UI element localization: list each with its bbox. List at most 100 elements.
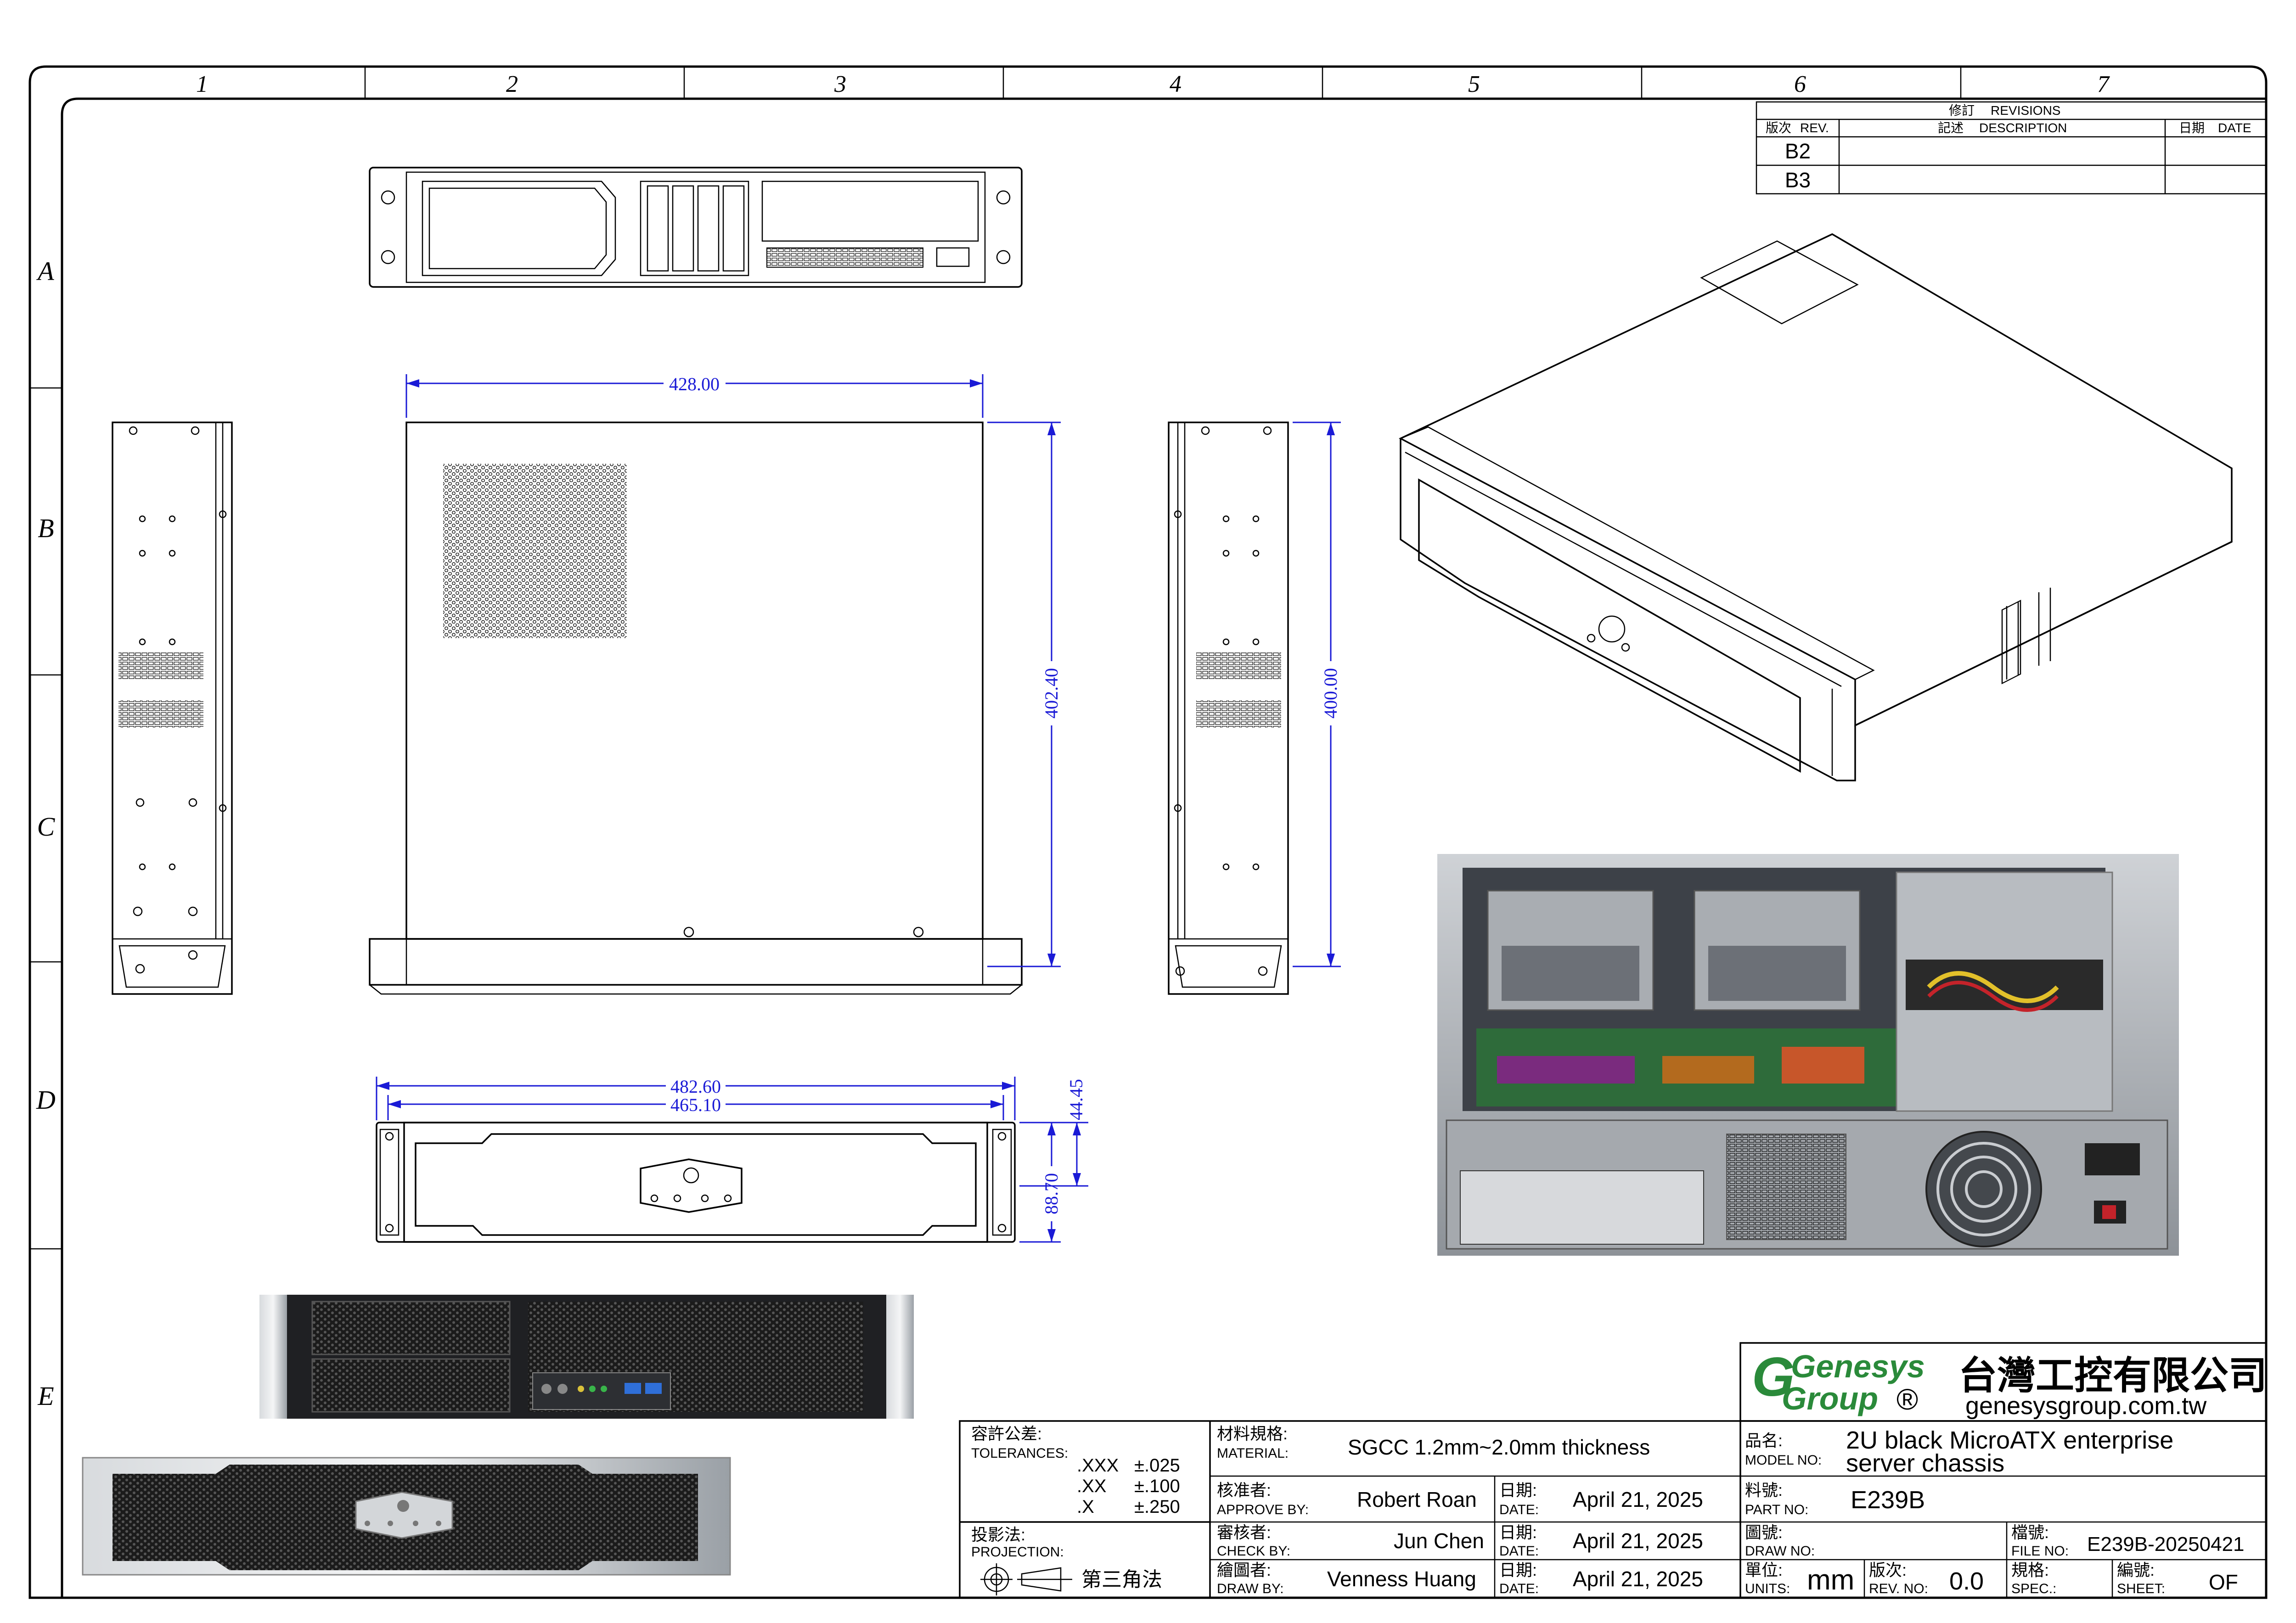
file-value: E239B-20250421 [2087,1533,2245,1556]
file-label-cn: 檔號: [2011,1523,2049,1542]
company-website: genesysgroup.com.tw [1965,1392,2207,1420]
drawno-label-cn: 圖號: [1745,1523,1783,1542]
dim-402: 402.40 [1041,668,1062,719]
approve-date: April 21, 2025 [1573,1488,1703,1511]
check-date-label: DATE: [1499,1544,1539,1559]
logo-genesys: Genesys [1791,1348,1925,1384]
spec-label-cn: 規格: [2011,1561,2049,1579]
zone-col-2: 2 [506,71,518,97]
rev-header: REV. [1800,121,1829,135]
sheet-value: OF [2209,1570,2238,1594]
dim-465-10: 465.10 [670,1095,721,1115]
check-date: April 21, 2025 [1573,1529,1703,1553]
projection-value: 第三角法 [1081,1568,1162,1591]
zone-col-1: 1 [196,71,208,97]
zone-col-4: 4 [1170,71,1182,97]
zone-row-D: D [36,1085,56,1115]
logo-letter: G [1752,1346,1795,1408]
approve-value: Robert Roan [1357,1488,1477,1511]
approve-date-label-cn: 日期: [1499,1481,1537,1499]
rev-header-cn: 版次 [1766,121,1791,135]
left-side-view-drawing [112,421,233,995]
draw-label-cn: 繪圖者: [1217,1561,1271,1579]
drawno-label: DRAW NO: [1745,1544,1815,1559]
front-panel-photo [259,1295,914,1419]
spec-label: SPEC.: [2011,1581,2056,1596]
revisions-table: 修訂 REVISIONS 版次 REV. 記述 DESCRIPTION 日期 D… [1756,101,2267,195]
draw-date-label: DATE: [1499,1581,1539,1596]
check-label: CHECK BY: [1217,1544,1290,1559]
tol-xx: .XX [1077,1476,1106,1496]
approve-date-label: DATE: [1499,1502,1539,1517]
model-label: MODEL NO: [1745,1453,1822,1468]
zone-row-A: A [36,256,54,286]
dim-428: 428.00 [669,374,720,394]
zone-col-7: 7 [2097,71,2110,97]
tol-xxx-val: ±.025 [1134,1455,1180,1476]
logo-group: Group [1782,1381,1878,1416]
description-header: DESCRIPTION [1979,121,2067,135]
model-value-line1: 2U black MicroATX enterprise [1846,1426,2173,1454]
isometric-line-drawing [1399,233,2233,781]
dim-88-70: 88.70 [1041,1173,1062,1214]
rev-value: 0.0 [1949,1567,1984,1595]
draw-value: Venness Huang [1327,1567,1476,1591]
check-value: Jun Chen [1394,1529,1484,1553]
check-date-label-cn: 日期: [1499,1523,1537,1542]
rev-label: REV. NO: [1869,1581,1928,1596]
projection-label-cn: 投影法: [971,1525,1025,1544]
logo-registered: ® [1896,1383,1918,1416]
tol-xxx: .XXX [1077,1455,1119,1476]
zone-row-labels: A B C D E [36,256,56,1411]
dimension-front-heights: 44.45 88.70 [1019,1079,1088,1243]
tol-x-val: ±.250 [1134,1497,1180,1517]
dimension-front-widths: 482.60 465.10 [376,1076,1016,1120]
date-header: DATE [2218,121,2251,135]
projection-label: PROJECTION: [971,1544,1064,1560]
revision-row-b2: B2 [1785,139,1811,163]
draw-label: DRAW BY: [1217,1581,1284,1596]
model-value-line2: server chassis [1846,1449,2004,1477]
part-value: E239B [1851,1486,1925,1514]
approve-label-cn: 核准者: [1217,1481,1271,1499]
zone-col-6: 6 [1794,71,1806,97]
material-label-cn: 材料規格: [1217,1424,1288,1443]
units-label-cn: 單位: [1745,1561,1783,1579]
date-header-cn: 日期 [2179,121,2205,135]
revisions-title: REVISIONS [1991,103,2060,118]
units-label: UNITS: [1745,1581,1790,1596]
material-value: SGCC 1.2mm~2.0mm thickness [1348,1435,1650,1459]
draw-date: April 21, 2025 [1573,1567,1703,1591]
draw-date-label-cn: 日期: [1499,1561,1537,1579]
dimension-depth-400: 400.00 [1293,421,1341,967]
tol-x: .X [1077,1497,1094,1517]
part-label-cn: 料號: [1745,1481,1783,1499]
front-view-drawing [376,1122,1016,1243]
dim-44-45: 44.45 [1066,1079,1086,1120]
units-value: mm [1807,1564,1854,1596]
dimension-depth-402: 402.40 [987,421,1062,967]
material-label: MATERIAL: [1217,1446,1289,1461]
top-view-drawing [369,167,1023,288]
chassis-interior-photo [1437,854,2179,1256]
tolerances-label-cn: 容許公差: [971,1424,1042,1443]
file-label: FILE NO: [2011,1544,2069,1559]
front-bezel-photo [82,1457,731,1576]
revisions-title-cn: 修訂 [1949,103,1975,118]
dim-400: 400.00 [1320,668,1341,719]
rev-label-cn: 版次: [1869,1561,1907,1579]
part-label: PART NO: [1745,1502,1808,1517]
tol-xx-val: ±.100 [1134,1476,1180,1496]
sheet-label-cn: 編號: [2117,1561,2155,1579]
approve-label: APPROVE BY: [1217,1502,1309,1517]
revision-row-b3: B3 [1785,168,1811,192]
sheet-label: SHEET: [2117,1581,2165,1596]
dimension-top-width: 428.00 [405,374,984,418]
title-block: G Genesys Group ® 台灣工控有限公司 genesysgroup.… [959,1342,2267,1599]
zone-row-E: E [37,1381,54,1411]
tolerances-label: TOLERANCES: [971,1446,1068,1461]
check-label-cn: 審核者: [1217,1523,1271,1542]
model-label-cn: 品名: [1745,1431,1783,1450]
zone-row-B: B [38,513,54,543]
